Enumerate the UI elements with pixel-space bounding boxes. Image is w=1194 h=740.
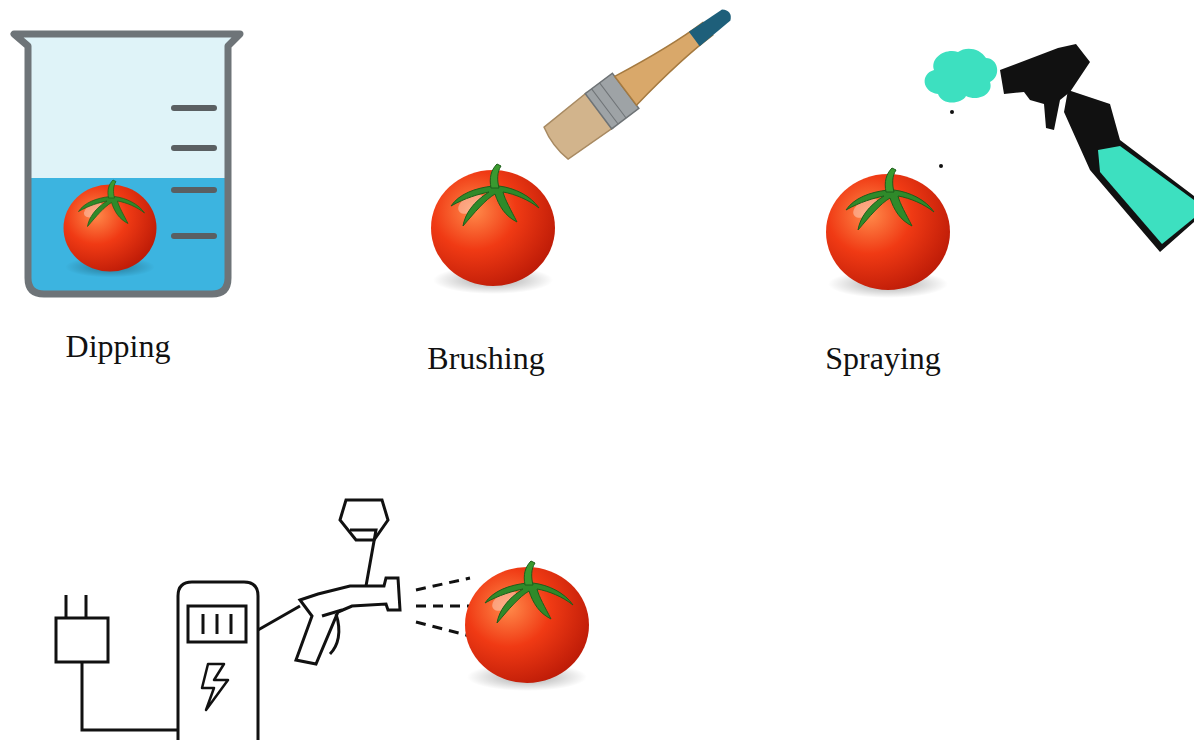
spray-lines	[416, 578, 470, 636]
tomato	[826, 168, 950, 298]
tomato	[431, 164, 555, 294]
tomato	[465, 561, 589, 691]
paint-brush	[541, 0, 743, 162]
method-label: Brushing	[427, 340, 544, 377]
method-label: Spraying	[825, 340, 941, 377]
spray-bottle	[925, 44, 1194, 252]
method-label: Dipping	[66, 328, 171, 365]
electrostatic-sprayer	[56, 500, 400, 740]
beaker	[14, 34, 240, 294]
